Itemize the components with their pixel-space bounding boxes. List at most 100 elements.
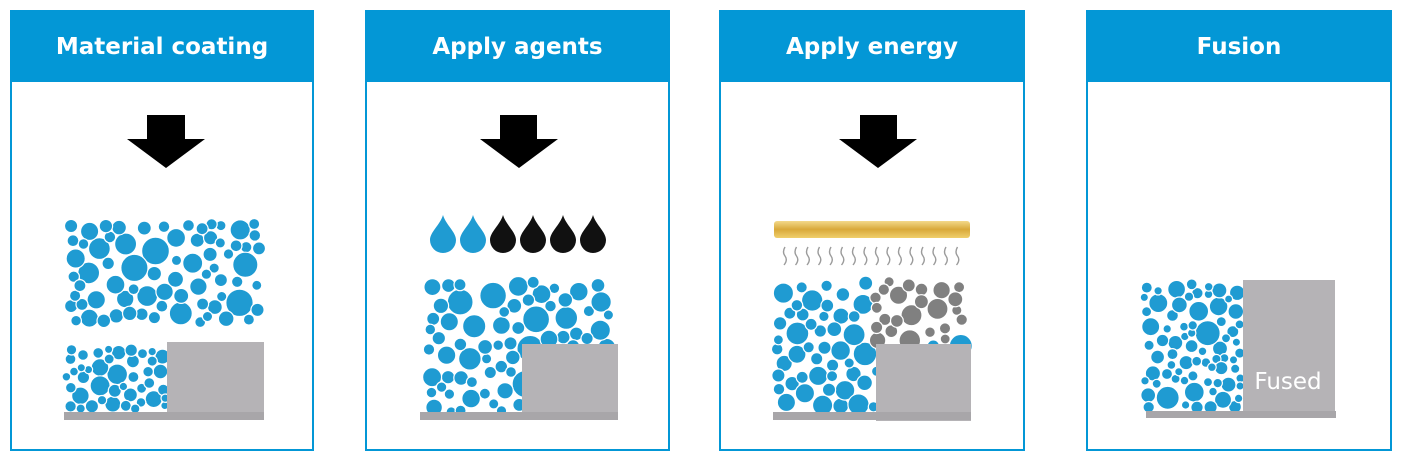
build-platform <box>1146 411 1336 418</box>
powder-particle <box>580 331 594 346</box>
panel-material-coating: Material coating <box>10 10 314 451</box>
powder-particle <box>1226 325 1240 339</box>
panel-apply-energy: Apply energy <box>719 10 1025 451</box>
powder-particle <box>195 222 209 236</box>
powder-particle <box>440 278 456 294</box>
powder-particle <box>1140 387 1157 404</box>
powder-particle <box>1139 292 1150 303</box>
panel-title: Material coating <box>12 12 312 82</box>
powder-particle <box>1187 370 1199 382</box>
powder-particle <box>955 313 968 326</box>
powder-particle <box>108 308 125 324</box>
powder-particle <box>858 275 874 291</box>
powder-particle <box>229 239 243 253</box>
powder-particle <box>842 323 866 347</box>
powder-particle <box>232 251 259 278</box>
powder-particle <box>1183 291 1195 302</box>
powder-particle <box>453 278 467 292</box>
powder-particle <box>1224 294 1234 304</box>
powder-particle <box>1151 378 1162 389</box>
powder-particle <box>795 307 810 322</box>
powder-particle <box>1228 355 1239 365</box>
powder-particle <box>1220 376 1237 393</box>
heat-wave <box>955 246 960 266</box>
powder-particle <box>217 310 235 328</box>
powder-particle <box>453 337 468 352</box>
powder-particle <box>568 281 589 302</box>
powder-particle <box>1227 303 1245 320</box>
powder-particle <box>554 306 579 330</box>
black-droplet-icon <box>520 215 546 253</box>
powder-particle <box>826 321 843 338</box>
powder-particle <box>141 236 171 266</box>
powder-particle <box>121 305 138 322</box>
powder-particle <box>200 268 213 280</box>
powder-particle <box>1179 375 1190 386</box>
heat-wave <box>897 246 902 266</box>
powder-particle <box>478 387 492 400</box>
powder-particle <box>215 290 228 303</box>
powder-particle <box>1141 317 1161 337</box>
powder-particle <box>251 241 267 256</box>
powder-particle <box>1202 377 1214 388</box>
powder-particle <box>507 275 529 297</box>
powder-particle <box>818 310 830 323</box>
heat-wave <box>817 246 822 266</box>
powder-particle <box>1178 354 1194 371</box>
heat-wave <box>920 246 925 266</box>
powder-particle <box>1215 316 1227 328</box>
powder-particle <box>1162 324 1172 334</box>
powder-particle <box>589 319 611 341</box>
powder-particle <box>143 377 156 390</box>
powder-particle <box>557 291 574 308</box>
powder-particle <box>506 297 523 314</box>
fused-part <box>876 344 971 421</box>
powder-particle <box>64 400 77 413</box>
powder-particle <box>843 357 855 369</box>
heat-lamp-icon <box>774 221 970 238</box>
powder-particle <box>146 355 158 367</box>
powder-particle <box>76 349 89 362</box>
powder-particle <box>70 314 82 327</box>
powder-particle <box>157 220 171 234</box>
powder-particle <box>461 313 487 339</box>
powder-particle <box>1150 349 1166 365</box>
powder-particle <box>1180 400 1191 410</box>
powder-particle <box>772 282 795 304</box>
agent-droplets <box>430 215 606 253</box>
panel-title: Apply energy <box>721 12 1023 82</box>
powder-particle <box>1160 367 1174 381</box>
heat-wave <box>886 246 891 266</box>
powder-particle <box>1194 320 1221 347</box>
powder-particle <box>136 348 149 360</box>
powder-particle <box>1220 333 1232 344</box>
powder-particle <box>213 273 228 288</box>
powder-particle <box>784 375 800 392</box>
powder-particle <box>1188 300 1210 322</box>
powder-particle <box>825 358 840 372</box>
powder-particle <box>168 301 193 326</box>
powder-particle <box>776 392 797 413</box>
powder-particle <box>426 311 441 326</box>
powder-particle <box>794 383 816 404</box>
powder-particle <box>76 363 87 373</box>
powder-particle <box>75 297 89 311</box>
fused-part <box>167 342 264 419</box>
down-arrow-icon <box>127 115 205 168</box>
powder-particle <box>817 340 832 355</box>
powder-particle <box>491 316 511 336</box>
powder-particle <box>461 388 481 409</box>
panel-fusion: Fusion Fused <box>1086 10 1392 451</box>
powder-particle <box>807 365 829 387</box>
powder-particle <box>480 353 493 365</box>
powder-particle <box>1155 385 1180 410</box>
powder-particle <box>118 381 129 392</box>
powder-particle <box>772 382 786 396</box>
powder-particle <box>142 365 155 378</box>
build-platform <box>420 412 618 420</box>
powder-particle <box>189 277 208 296</box>
powder-particle <box>166 227 187 248</box>
powder-particle <box>521 293 536 307</box>
powder-particle <box>225 288 254 318</box>
powder-particle <box>1213 390 1233 409</box>
